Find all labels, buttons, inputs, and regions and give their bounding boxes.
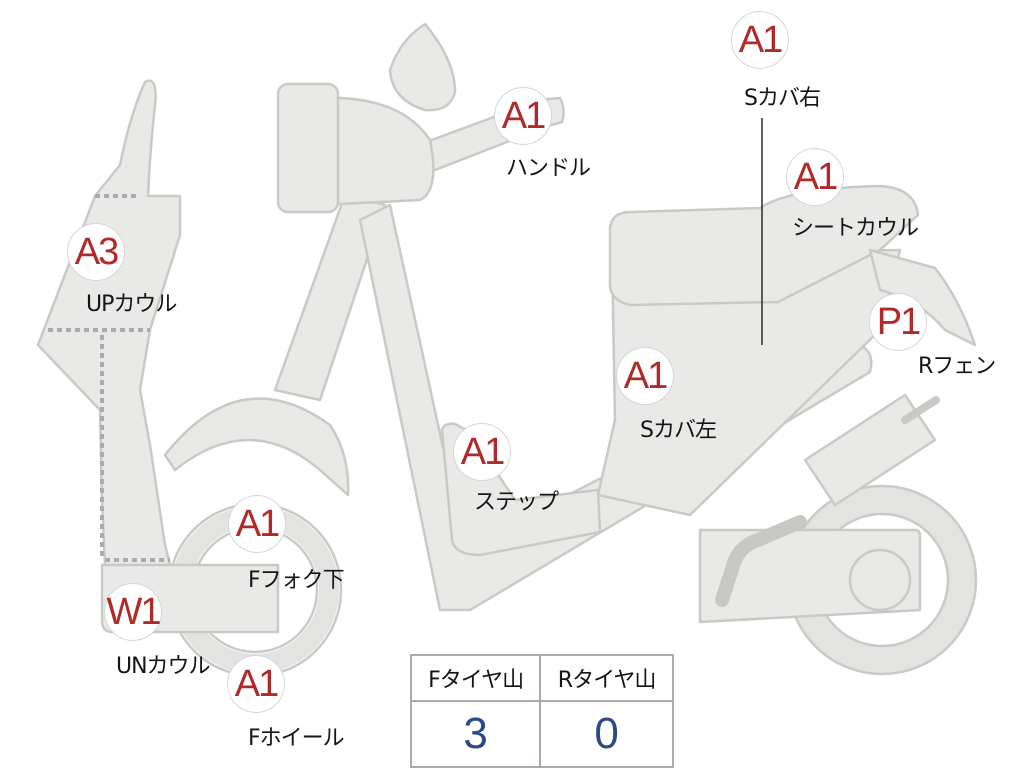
front-tire-value: 3 <box>409 700 542 768</box>
rear-hub <box>848 548 912 612</box>
tire-table-header-row: Fタイヤ山 Rタイヤ山 <box>409 654 674 702</box>
upper-cowl-shape <box>36 79 182 567</box>
mirror <box>388 22 457 112</box>
tire-tread-table: Fタイヤ山 Rタイヤ山 3 0 <box>409 654 674 768</box>
rear-fender-grade-badge: P1 <box>870 294 926 350</box>
rear-shock-rod <box>901 396 940 424</box>
handle-grade-badge: A1 <box>495 88 551 144</box>
side-cover-body <box>596 248 902 517</box>
rear-fender-label: Rフェン <box>918 354 996 379</box>
front-wheel-label: Fホイール <box>248 726 345 751</box>
rear-tire-value: 0 <box>539 700 674 768</box>
upper-cowl-label: UPカウル <box>86 292 177 317</box>
seat-cowl-label: シートカウル <box>792 216 919 241</box>
exhaust-pipe <box>715 515 807 607</box>
tire-table-value-row: 3 0 <box>409 700 674 768</box>
handle-label: ハンドル <box>506 156 591 181</box>
under-cowl-label: UNカウル <box>116 654 211 679</box>
handle-cover <box>318 96 435 207</box>
side-cover-left-grade-badge: A1 <box>617 348 673 404</box>
side-cover-right-label: Sカバ右 <box>744 86 821 111</box>
step-label: ステップ <box>474 490 559 515</box>
front-fork-lower-label: Fフォク下 <box>248 568 345 593</box>
front-fork-lower-grade-badge: A1 <box>229 496 285 552</box>
rear-tire-header: Rタイヤ山 <box>539 654 674 702</box>
step-grade-badge: A1 <box>454 424 510 480</box>
front-fender <box>163 397 350 497</box>
front-wheel-grade-badge: A1 <box>228 656 284 712</box>
seat-cowl-grade-badge: A1 <box>787 149 843 205</box>
headlight <box>276 82 340 214</box>
upper-cowl-grade-badge: A3 <box>68 224 124 280</box>
side-cover-left-label: Sカバ左 <box>640 418 717 443</box>
seat <box>608 184 920 307</box>
side-cover-right-grade-badge: A1 <box>732 12 788 68</box>
under-cowl-grade-badge: W1 <box>105 584 162 640</box>
front-tire-header: Fタイヤ山 <box>409 654 542 702</box>
